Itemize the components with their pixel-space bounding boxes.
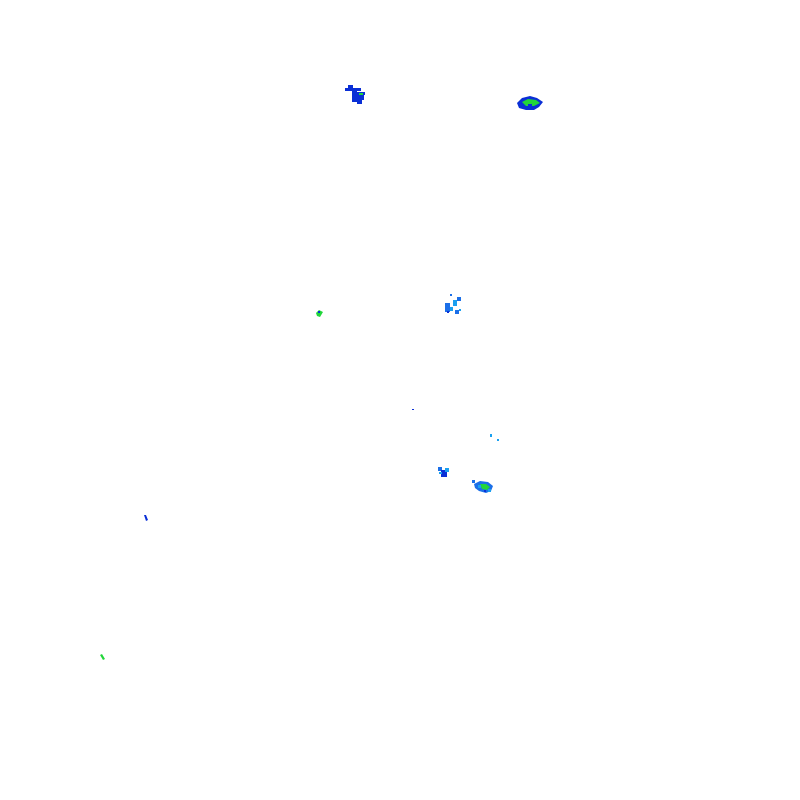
echo-cluster-i	[144, 515, 148, 521]
echo-cluster-h	[472, 480, 493, 493]
echo-cluster-d	[445, 294, 461, 314]
echo-cluster-g	[438, 467, 449, 477]
echo-cluster-a	[345, 85, 365, 104]
echo-cluster-e	[412, 409, 414, 410]
echo-cluster-b	[517, 96, 543, 110]
echo-cluster-c	[316, 310, 323, 317]
echo-cluster-j	[100, 654, 105, 660]
echo-cluster-f	[490, 434, 499, 441]
